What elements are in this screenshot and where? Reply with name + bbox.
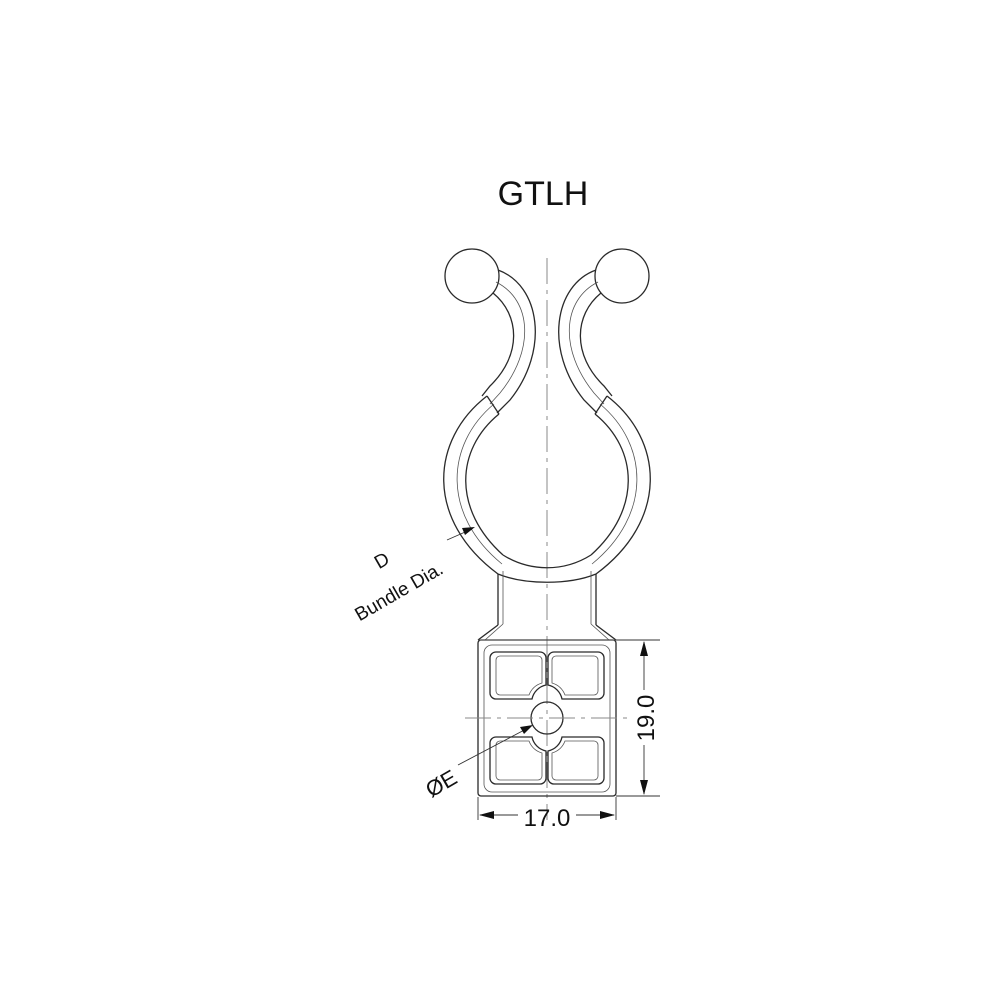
pocket-top-right bbox=[547, 651, 605, 700]
left-ball-tip bbox=[444, 248, 500, 304]
height-dimension: 19.0 bbox=[616, 639, 660, 797]
neck bbox=[477, 571, 617, 641]
pocket-top-left bbox=[489, 651, 547, 700]
height-dim-label: 19.0 bbox=[633, 695, 660, 742]
pocket-bottom-left bbox=[489, 736, 547, 785]
left-arm bbox=[481, 269, 536, 415]
right-arm bbox=[558, 269, 613, 415]
pocket-bottom-right bbox=[547, 736, 605, 785]
drawing-title: GTLH bbox=[498, 175, 589, 213]
width-dim-label: 17.0 bbox=[524, 805, 571, 832]
bundle-dia-callout: D Bundle Dia. bbox=[351, 527, 475, 626]
bundle-ring bbox=[443, 395, 651, 583]
bundle-dia-symbol: D bbox=[371, 549, 393, 574]
base-block bbox=[465, 639, 630, 797]
bundle-dia-text: Bundle Dia. bbox=[351, 559, 447, 626]
right-ball-tip bbox=[594, 248, 650, 304]
width-dimension: 17.0 bbox=[477, 797, 617, 832]
hole-dia-label: ØE bbox=[421, 765, 461, 803]
